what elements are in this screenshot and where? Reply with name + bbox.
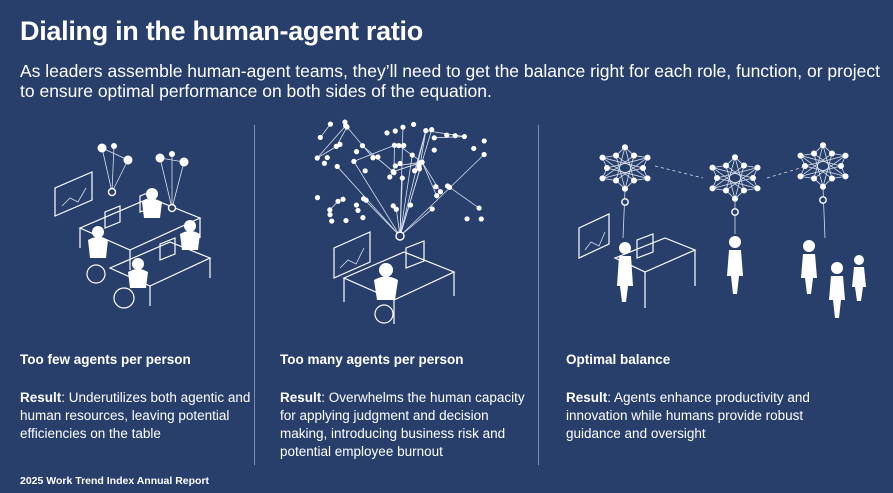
footer-source: 2025 Work Trend Index Annual Report [20,475,210,487]
illustration-optimal-balance [578,142,866,318]
page-subtitle: As leaders assemble human-agent teams, t… [20,61,880,101]
column-heading: Too many agents per person [280,352,464,367]
column-optimal: Optimal balance Result: Agents enhance p… [566,352,816,443]
column-too-few: Too few agents per person Result: Underu… [20,352,270,443]
column-divider-1 [254,125,255,465]
column-result: Result: Underutilizes both agentic and h… [20,389,270,443]
result-label: Result [566,390,608,405]
result-text: : Overwhelms the human capacity for appl… [280,390,525,459]
column-result: Result: Overwhelms the human capacity fo… [280,389,530,461]
result-text: : Agents enhance productivity and innova… [566,390,810,441]
page-title: Dialing in the human-agent ratio [20,16,423,46]
result-text: : Underutilizes both agentic and human r… [20,390,251,441]
column-heading: Optimal balance [566,352,671,367]
column-result: Result: Agents enhance productivity and … [566,389,816,443]
column-too-many: Too many agents per person Result: Overw… [280,352,530,461]
illustration-too-many-agents [314,119,487,324]
result-label: Result [20,390,62,405]
column-heading: Too few agents per person [20,352,191,367]
column-divider-2 [538,125,539,465]
result-label: Result [280,390,322,405]
illustration-too-few-agents [54,143,212,309]
